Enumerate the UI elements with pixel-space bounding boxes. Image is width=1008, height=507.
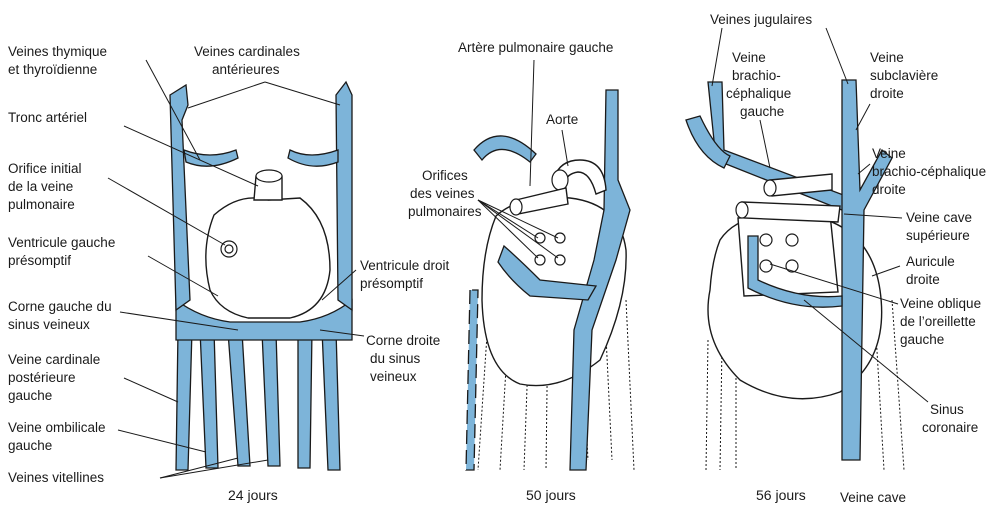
label-svc-1: Veine cave	[906, 210, 972, 225]
label-umbilical-2: gauche	[8, 438, 52, 453]
label-oblique-2: de l’oreillette	[900, 314, 976, 329]
label-subclavian-1: Veine	[870, 50, 904, 65]
left-posterior-cardinal-vein	[176, 330, 192, 470]
label-brachio-left-3: céphalique	[726, 86, 791, 101]
label-posterior-cardinal-3: gauche	[8, 388, 52, 403]
label-subclavian-3: droite	[870, 86, 904, 101]
label-right-ventricle-1: Ventricule droit	[360, 258, 450, 273]
left-cardinal-upper-50	[474, 136, 536, 162]
label-inferior-vena-cava: Veine cave	[840, 490, 906, 505]
label-auricle-2: droite	[906, 272, 940, 287]
label-right-horn-1: Corne droite	[366, 333, 440, 348]
caption-56-days: 56 jours	[756, 487, 806, 503]
label-thymic-veins-1: Veines thymique	[8, 44, 107, 59]
label-svc-2: supérieure	[906, 228, 970, 243]
label-left-ventricle-2: présomptif	[8, 253, 71, 268]
label-vitelline: Veines vitellines	[8, 470, 104, 485]
label-left-pulmonary-artery: Artère pulmonaire gauche	[458, 40, 613, 55]
left-umbilical-vein	[200, 330, 218, 468]
label-coronary-sinus-2: coronaire	[922, 420, 978, 435]
label-brachio-right-1: Veine	[872, 146, 906, 161]
primitive-heart	[206, 198, 330, 318]
label-orifices-3: pulmonaires	[408, 204, 482, 219]
panel-24-days: Veines thymique et thyroïdienne Veines c…	[8, 44, 450, 503]
great-artery-tube-2	[742, 202, 840, 222]
label-anterior-cardinal-2: antérieures	[212, 62, 280, 77]
label-aorta: Aorte	[546, 112, 578, 127]
label-anterior-cardinal-1: Veines cardinales	[194, 44, 300, 59]
label-orifice-3: pulmonaire	[8, 197, 75, 212]
label-coronary-sinus-1: Sinus	[930, 402, 964, 417]
label-orifices-1: Orifices	[422, 168, 468, 183]
panel-56-days: Veines jugulaires Veine brachio- céphali…	[686, 12, 986, 505]
left-vitelline-vein	[228, 332, 250, 466]
right-posterior-cardinal-vein	[322, 330, 340, 470]
label-brachio-left-2: brachio-	[732, 68, 781, 83]
aorta-opening	[552, 170, 568, 190]
label-orifice-2: de la veine	[8, 179, 73, 194]
label-right-horn-3: veineux	[370, 369, 417, 384]
label-umbilical-1: Veine ombilicale	[8, 420, 106, 435]
label-left-horn-1: Corne gauche du	[8, 299, 112, 314]
label-jugular-veins: Veines jugulaires	[710, 12, 812, 27]
left-thymic-vein	[184, 150, 238, 166]
label-brachio-right-2: brachio-céphalique	[872, 164, 986, 179]
label-right-ventricle-2: présomptif	[360, 276, 423, 291]
label-left-ventricle-1: Ventricule gauche	[8, 235, 115, 250]
right-vitelline-vein	[262, 332, 280, 466]
label-posterior-cardinal-1: Veine cardinale	[8, 352, 100, 367]
label-left-horn-2: sinus veineux	[8, 317, 90, 332]
right-thymic-vein	[288, 150, 338, 166]
left-cardinal-remnant	[466, 290, 478, 470]
right-umbilical-vein	[298, 330, 312, 468]
label-orifices-2: des veines	[410, 186, 475, 201]
label-oblique-1: Veine oblique	[900, 296, 981, 311]
label-subclavian-2: subclavière	[870, 68, 938, 83]
truncus-opening	[256, 170, 282, 182]
label-right-horn-2: du sinus	[370, 351, 421, 366]
caption-50-days: 50 jours	[526, 487, 576, 503]
label-posterior-cardinal-2: postérieure	[8, 370, 76, 385]
label-oblique-3: gauche	[900, 332, 944, 347]
label-thymic-veins-2: et thyroïdienne	[8, 62, 97, 77]
label-brachio-left-4: gauche	[740, 104, 784, 119]
label-auricle-1: Auricule	[906, 254, 955, 269]
label-brachio-right-3: droite	[872, 182, 906, 197]
caption-24-days: 24 jours	[228, 487, 278, 503]
label-brachio-left-1: Veine	[732, 50, 766, 65]
left-anterior-cardinal-vein	[170, 85, 190, 310]
label-truncus: Tronc artériel	[8, 110, 87, 125]
label-orifice-1: Orifice initial	[8, 161, 82, 176]
